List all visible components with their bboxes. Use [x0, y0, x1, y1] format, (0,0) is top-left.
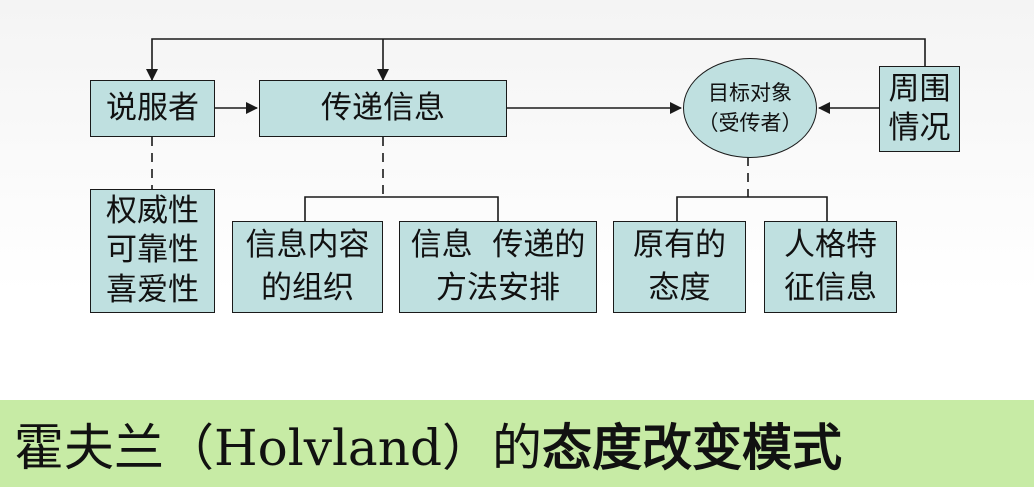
content-organization-box: 信息内容 的组织 [232, 221, 383, 313]
target-label-line2: （受传者） [697, 111, 803, 135]
content-org-line2: 的组织 [261, 270, 354, 306]
transmit-info-label: 传递信息 [321, 90, 445, 127]
personality-line1: 人格特 [784, 227, 877, 264]
surroundings-box: 周围 情况 [879, 66, 960, 152]
target-label-line1: 目标对象 [708, 80, 792, 105]
surroundings-line1: 周围 [888, 71, 951, 108]
bracket-target-factors [676, 196, 828, 221]
slide-title-emphasis: 态度改变模式 [541, 418, 842, 477]
original-attitude-box: 原有的 态度 [613, 221, 746, 313]
feedback-loop-line [146, 38, 926, 81]
method-line2: 方法安排 [436, 270, 560, 306]
transmit-info-box: 传递信息 [259, 80, 507, 137]
attitude-line2: 态度 [648, 270, 711, 306]
target-audience-ellipse: 目标对象 （受传者） [683, 58, 817, 158]
credibility-line3: 喜爱性 [106, 271, 199, 308]
attitude-line1: 原有的 [633, 227, 726, 264]
credibility-box: 权威性 可靠性 喜爱性 [90, 189, 215, 313]
persuader-box: 说服者 [90, 80, 215, 137]
surroundings-line2: 情况 [888, 110, 951, 146]
transmission-method-box: 信息 传递的 方法安排 [399, 221, 597, 313]
title-bar: 霍夫兰（Holvland）的态度改变模式 [0, 400, 1034, 487]
method-line1: 信息 传递的 [410, 227, 586, 264]
connector-lines [146, 38, 926, 221]
diagram: 说服者 传递信息 目标对象 （受传者） 周围 情况 权威性 可靠性 喜爱性 信息… [90, 38, 960, 313]
personality-line2: 征信息 [784, 270, 877, 306]
credibility-line1: 权威性 [106, 192, 199, 229]
slide-title: 霍夫兰（Holvland）的 [14, 418, 542, 477]
credibility-line2: 可靠性 [106, 232, 199, 269]
personality-traits-box: 人格特 征信息 [764, 221, 897, 313]
content-org-line1: 信息内容 [245, 227, 370, 264]
persuader-label: 说服者 [106, 90, 199, 127]
bracket-message-factors [304, 196, 499, 221]
